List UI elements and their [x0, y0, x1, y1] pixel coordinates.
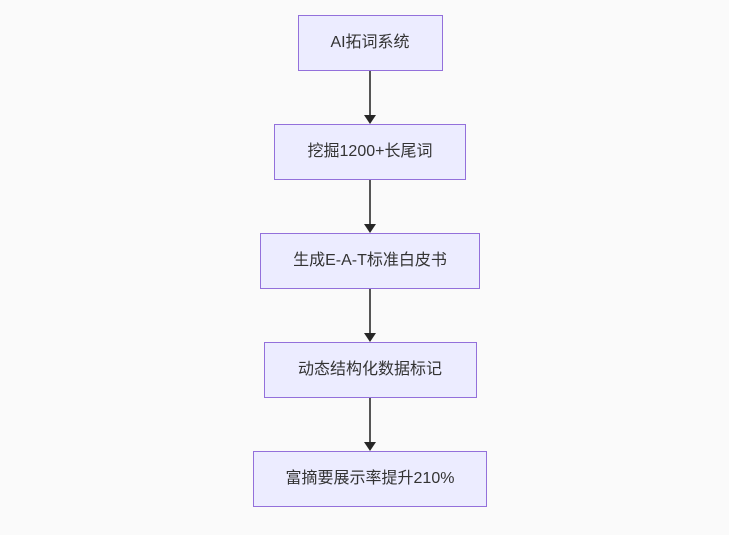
arrowhead-down-icon [364, 224, 376, 233]
flow-arrow-3 [364, 289, 376, 342]
arrowhead-down-icon [364, 333, 376, 342]
flow-node-eat-whitepaper: 生成E-A-T标准白皮书 [260, 233, 480, 289]
arrow-line [369, 180, 371, 224]
flowchart: AI拓词系统 挖掘1200+长尾词 生成E-A-T标准白皮书 动态结构化数据标记… [253, 15, 487, 507]
arrow-line [369, 398, 371, 442]
flow-node-structured-data-markup: 动态结构化数据标记 [263, 342, 477, 398]
flow-node-longtail-keywords: 挖掘1200+长尾词 [274, 124, 466, 180]
flow-arrow-1 [364, 71, 376, 124]
flow-node-rich-snippet-rate: 富摘要展示率提升210% [253, 451, 487, 507]
arrow-line [369, 71, 371, 115]
arrowhead-down-icon [364, 442, 376, 451]
flow-node-ai-word-expansion-system: AI拓词系统 [297, 15, 443, 71]
arrow-line [369, 289, 371, 333]
flow-arrow-4 [364, 398, 376, 451]
flow-arrow-2 [364, 180, 376, 233]
arrowhead-down-icon [364, 115, 376, 124]
